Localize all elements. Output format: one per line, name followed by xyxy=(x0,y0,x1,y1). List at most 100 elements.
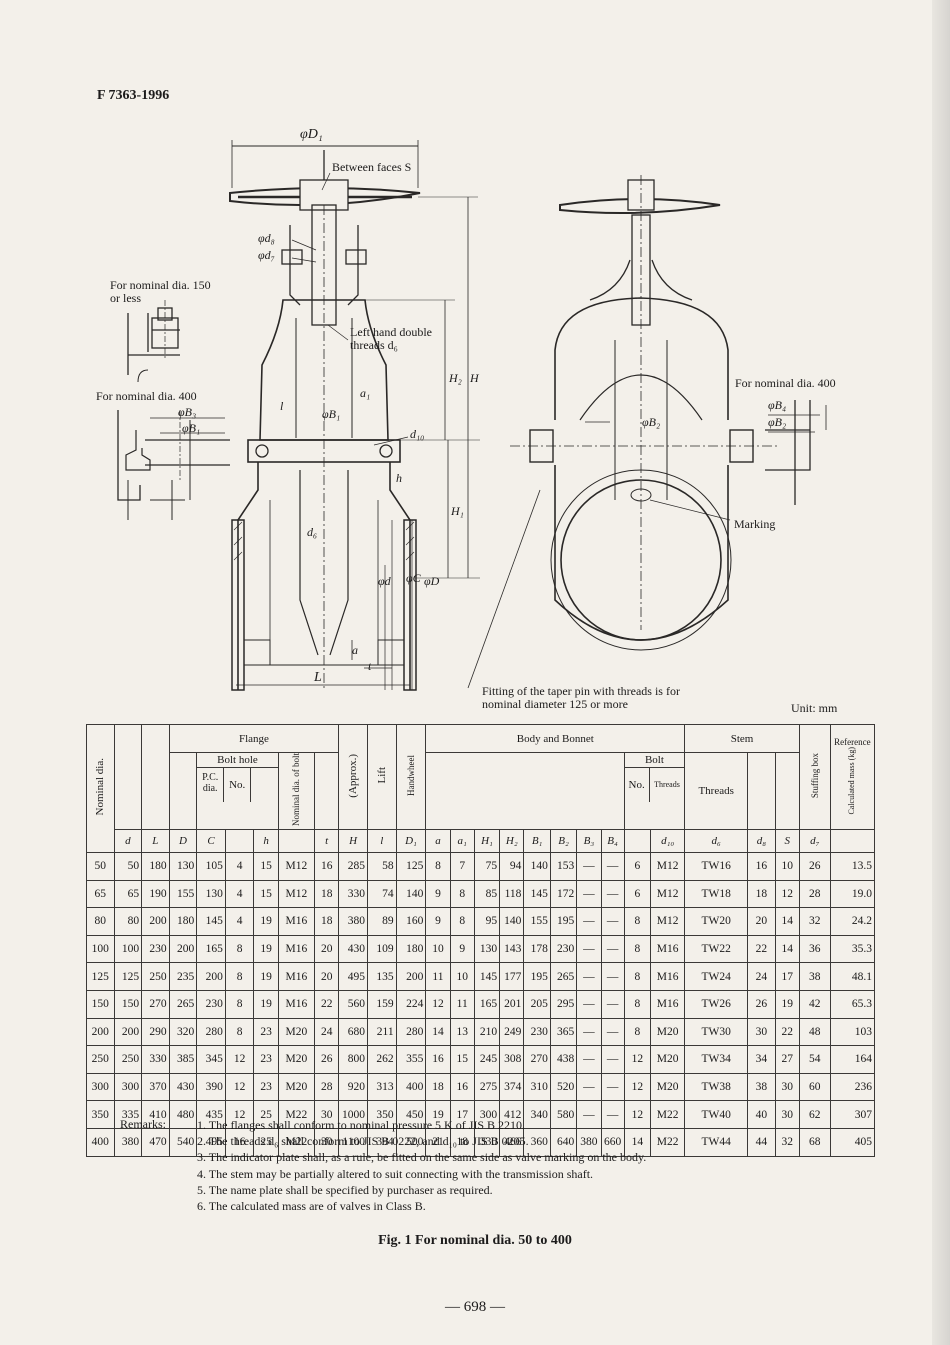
table-cell: M16 xyxy=(277,989,316,1019)
table-cell: TW40 xyxy=(684,1100,749,1129)
table-cell: 8 xyxy=(449,879,475,909)
table-cell: 495 xyxy=(338,962,368,991)
header-stem: Stem xyxy=(684,724,800,753)
table-cell: 118 xyxy=(499,879,525,909)
table-cell: 6 xyxy=(623,852,652,881)
table-cell: 350 xyxy=(86,1100,115,1129)
table-cell: 920 xyxy=(338,1072,368,1102)
table-cell: 265 xyxy=(168,989,198,1019)
table-cell: 14 xyxy=(425,1017,451,1047)
header-bolt-hole: Bolt hole P.C. dia. No. xyxy=(196,752,279,830)
table-cell: 26 xyxy=(798,852,831,881)
table-cell: — xyxy=(600,852,625,881)
table-cell: 27 xyxy=(774,1045,800,1074)
table-cell: 438 xyxy=(549,1045,578,1074)
table-cell: 16 xyxy=(224,1127,255,1157)
table-cell: 270 xyxy=(141,989,170,1019)
table-cell: 10 xyxy=(425,934,451,964)
table-cell: 19 xyxy=(253,989,279,1019)
table-cell: 35.3 xyxy=(829,934,876,964)
table-cell: 48 xyxy=(798,1017,831,1047)
table-cell: 145 xyxy=(523,879,551,909)
table-cell: 26 xyxy=(314,1045,340,1074)
table-cell: 12 xyxy=(623,1100,652,1129)
table-cell: 200 xyxy=(395,962,427,991)
table-cell: TW16 xyxy=(684,852,749,881)
table-cell: 310 xyxy=(523,1072,551,1102)
table-cell: 410 xyxy=(141,1100,170,1129)
table-cell: 68 xyxy=(798,1127,831,1157)
table-cell: 65 xyxy=(86,879,115,909)
table-cell: 100 xyxy=(86,934,115,964)
table-cell: 249 xyxy=(499,1017,525,1047)
remark-item: 5. The name plate shall be specified by … xyxy=(197,1182,493,1197)
table-cell: 155 xyxy=(168,879,198,909)
table-cell: 100 xyxy=(113,934,143,964)
table-cell: 390 xyxy=(196,1072,226,1102)
table-cell: 265 xyxy=(549,962,578,991)
remark-item: 2. The threads d₆ shall conform to JIS B… xyxy=(197,1134,529,1149)
table-cell: 159 xyxy=(366,989,397,1019)
table-cell: 50 xyxy=(113,852,143,881)
table-cell: M20 xyxy=(277,1045,316,1074)
table-cell: 19 xyxy=(774,989,800,1019)
table-cell: 195 xyxy=(549,907,578,936)
table-cell: 105 xyxy=(196,852,226,881)
table-cell: M22 xyxy=(277,1127,316,1157)
table-cell: 140 xyxy=(499,907,525,936)
table-cell: 125 xyxy=(113,962,143,991)
table-cell: 12 xyxy=(623,1072,652,1102)
table-cell: — xyxy=(576,962,602,991)
table-cell: 355 xyxy=(395,1045,427,1074)
table-cell: — xyxy=(600,962,625,991)
label-phi-d1: φD₁ xyxy=(300,127,323,142)
table-cell: 30 xyxy=(774,1072,800,1102)
table-cell: 540 xyxy=(168,1127,198,1157)
table-cell: 80 xyxy=(113,907,143,936)
table-cell: 280 xyxy=(196,1017,226,1047)
label-phi-b1-detail: φB₁ xyxy=(182,421,201,435)
table-cell: 7 xyxy=(449,852,475,881)
table-cell: 155 xyxy=(523,907,551,936)
table-cell: 10 xyxy=(449,962,475,991)
table-cell: 18 xyxy=(314,907,340,936)
table-cell: 143 xyxy=(499,934,525,964)
table-cell: 8 xyxy=(224,934,255,964)
header-lift: Lift xyxy=(366,724,397,830)
table-cell: — xyxy=(576,852,602,881)
page-edge xyxy=(932,0,950,1345)
sym-d6: d₆ xyxy=(684,829,749,853)
label-h1: H₁ xyxy=(451,504,464,518)
table-cell: 8 xyxy=(224,989,255,1019)
table-cell: M20 xyxy=(650,1072,686,1102)
table-cell: 62 xyxy=(798,1100,831,1129)
sym-H1: H₁ xyxy=(473,829,501,853)
header-nominal-dia: Nominal dia. xyxy=(86,724,115,853)
sym-B3: B₃ xyxy=(576,829,602,853)
table-cell: 295 xyxy=(549,989,578,1019)
sym-L: L xyxy=(141,829,170,853)
table-cell: 320 xyxy=(168,1017,198,1047)
table-cell: 8 xyxy=(449,907,475,936)
figure-caption: Fig. 1 For nominal dia. 50 to 400 xyxy=(378,1233,572,1248)
label-marking: Marking xyxy=(734,517,776,531)
table-cell: 65.3 xyxy=(829,989,876,1019)
table-cell: 15 xyxy=(449,1045,475,1074)
table-cell: 30 xyxy=(314,1127,340,1157)
table-cell: 94 xyxy=(499,852,525,881)
unit-label: Unit: mm xyxy=(791,701,838,715)
page-number: — 698 — xyxy=(445,1299,505,1315)
table-cell: 24 xyxy=(314,1017,340,1047)
sym-d: d xyxy=(113,829,143,853)
header-handwheel: Handwheel xyxy=(395,724,427,830)
table-cell: 25 xyxy=(253,1100,279,1129)
table-cell: 150 xyxy=(86,989,115,1019)
table-cell: 140 xyxy=(395,879,427,909)
label-between-faces: Between faces S xyxy=(332,160,412,174)
table-cell: 18 xyxy=(747,879,776,909)
label-H: H xyxy=(470,371,479,385)
table-cell: — xyxy=(600,934,625,964)
table-cell: 23 xyxy=(253,1072,279,1102)
table-cell: 680 xyxy=(338,1017,368,1047)
